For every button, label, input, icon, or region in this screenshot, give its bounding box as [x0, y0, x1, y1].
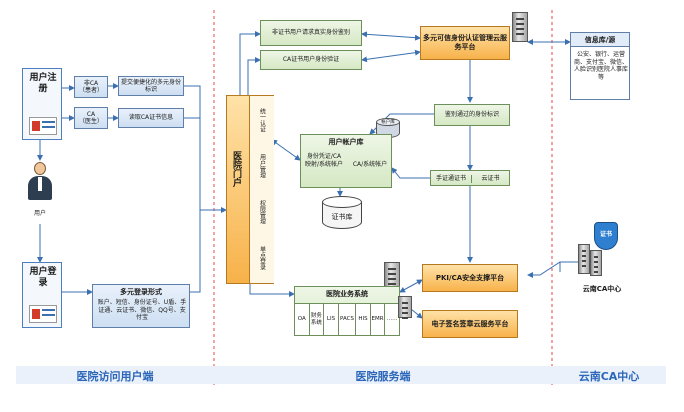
user-account-db-title: 用户帐户库	[328, 138, 364, 146]
system-oa[interactable]: OA	[297, 316, 306, 323]
portal-unified-auth[interactable]: 统一认证	[258, 108, 266, 132]
system-more: ……	[384, 304, 399, 335]
system-finance[interactable]: 财务系统	[308, 304, 324, 335]
user-label: 用户	[33, 210, 46, 217]
ca-center-label: 云南CA中心	[582, 285, 622, 293]
info-db-items: 公安、银行、运营商、支付宝、微信、人脸识别医院人事库等	[574, 51, 629, 81]
cert-types-box[interactable]: 手证通证书 云证书	[430, 170, 510, 186]
pki-ca-platform[interactable]: PKI/CA安全支撑平台	[422, 264, 518, 292]
login-forms-box[interactable]: 多元登录形式 账户、短信、身份证号、U盾、手证通、云证书、微信、QQ号、支付宝	[92, 284, 190, 328]
user-account-db-box[interactable]: 用户帐户库 身份凭证/CA映射/系统帐户 CA/系统帐户	[300, 134, 392, 188]
login-form-icon	[29, 305, 57, 323]
login-forms-title: 多元登录形式	[120, 288, 162, 296]
pki-server-icon	[398, 296, 412, 318]
footer-bar	[16, 366, 666, 384]
non-ca-patient-box[interactable]: 非CA （患者）	[74, 76, 108, 98]
user-avatar-icon	[26, 162, 54, 202]
hospital-system-box[interactable]: 医院业务系统 OA 财务系统 LIS PACS HIS EMR ……	[294, 286, 400, 336]
ca-doctor-box[interactable]: CA （医生）	[74, 107, 108, 129]
hospital-portal[interactable]: 医院门户 统一认证 用户管理 权限管理 单点登录	[226, 95, 274, 284]
multi-identity-platform[interactable]: 多元可信身份认证管理云服务平台	[420, 26, 510, 60]
portal-user-management[interactable]: 用户管理	[258, 154, 266, 178]
esign-platform[interactable]: 电子签名签章云服务平台	[422, 310, 518, 338]
cert-cert-label: 手证通证书	[435, 175, 466, 182]
cert-db-label: 证书库	[331, 213, 353, 221]
hospital-system-title: 医院业务系统	[326, 290, 368, 298]
ca-system-account-label: CA/系统帐户	[352, 161, 388, 168]
submit-identity-box[interactable]: 提交便捷化的多元身份标识	[118, 76, 184, 96]
section-label-left: 医院访问用户端	[76, 370, 154, 383]
multi-identity-server-icon	[512, 12, 528, 42]
portal-single-sign-on[interactable]: 单点登录	[258, 246, 266, 270]
identity-map-label: 身份凭证/CA映射/系统帐户	[304, 153, 344, 168]
hospital-system-server-icon	[384, 262, 400, 288]
portal-permission-management[interactable]: 权限管理	[258, 200, 266, 224]
system-lis[interactable]: LIS	[323, 304, 338, 335]
system-pacs[interactable]: PACS	[337, 304, 355, 335]
info-db-box[interactable]: 信息库/源 公安、银行、运营商、支付宝、微信、人脸识别医院人事库等	[570, 32, 630, 100]
login-label: 用户登录	[29, 267, 57, 288]
ca-center-icon: 证书	[576, 222, 626, 278]
login-forms-items: 账户、短信、身份证号、U盾、手证通、云证书、微信、QQ号、支付宝	[97, 299, 187, 321]
read-ca-cert-box[interactable]: 读取CA证书信息	[118, 108, 184, 128]
auth-passed-box[interactable]: 鉴别通过的身份标识	[434, 104, 510, 126]
cert-shield-icon: 证书	[594, 222, 618, 250]
login-box[interactable]: 用户登录	[22, 262, 62, 328]
system-his[interactable]: HIS	[355, 304, 370, 335]
ca-server-icon-2	[590, 250, 602, 276]
system-emr[interactable]: EMR	[369, 304, 385, 335]
cloud-cert-label: 云证书	[471, 175, 509, 183]
register-box[interactable]: 用户注册	[22, 68, 62, 140]
portal-title: 医院门户	[231, 151, 241, 187]
ca-server-icon-1	[578, 244, 590, 274]
registration-form-icon	[29, 117, 57, 135]
cert-db-icon: 证书库	[322, 196, 362, 230]
info-db-title: 信息库/源	[571, 33, 629, 47]
section-label-middle: 医院服务端	[355, 370, 411, 383]
cert-shield-label: 证书	[599, 231, 612, 238]
register-label: 用户注册	[29, 73, 57, 94]
section-label-right: 云南CA中心	[578, 370, 640, 383]
account-db-label: 帐户库	[381, 120, 395, 125]
ca-cert-verify-box[interactable]: CA证书用户身份验证	[260, 50, 362, 70]
non-cert-request-box[interactable]: 非证书用户请求真实身份鉴别	[260, 20, 362, 46]
